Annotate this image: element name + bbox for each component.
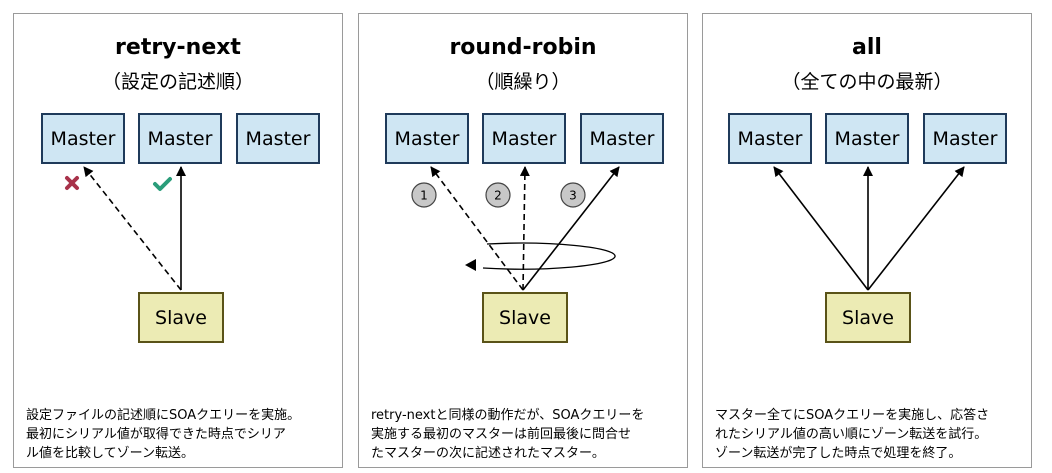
step-badge-1: 1: [411, 182, 437, 208]
dashed-arrow-master-1: [83, 166, 182, 291]
step-badge-label: 2: [494, 189, 502, 203]
slave-box: Slave: [825, 292, 911, 343]
arrows-diagram: [65, 166, 186, 291]
solid-arrow-master-1: [773, 166, 869, 291]
master-box: Master: [482, 113, 566, 164]
panel-description: retry-nextと同様の動作だが、SOAクエリーを 実施する最初のマスターは…: [371, 406, 679, 463]
master-box: Master: [923, 113, 1007, 164]
step-badge-3: 3: [560, 182, 586, 208]
description-line: 最初にシリアル値が取得できた時点でシリア: [26, 427, 286, 442]
success-check-icon: [153, 177, 172, 191]
arrows-diagram: 1 2 3: [411, 166, 620, 291]
master-box: Master: [728, 113, 812, 164]
panel-title: all: [852, 35, 882, 60]
step-badge-label: 1: [420, 189, 428, 203]
panel-title: round-robin: [449, 35, 597, 60]
description-line: retry-nextと同様の動作だが、SOAクエリーを: [371, 408, 645, 423]
rotation-arrowhead: [465, 259, 476, 271]
description-line: たマスターの次に記述されたマスター。: [371, 446, 605, 461]
panel-all: all （全ての中の最新） Master Master Master Slave…: [702, 13, 1032, 468]
panel-round-robin: round-robin （順繰り） 1 2 3 Master Master Ma…: [358, 13, 688, 468]
description-line: 設定ファイルの記述順にSOAクエリーを実施。: [26, 408, 301, 423]
dashed-arrow-master-2: [519, 166, 530, 291]
dashed-arrow-master-1: [430, 166, 524, 291]
master-box: Master: [385, 113, 469, 164]
arrows-diagram: [773, 166, 965, 291]
description-line: マスター全てにSOAクエリーを実施し、応答さ: [715, 408, 990, 423]
step-badge-2: 2: [485, 182, 511, 208]
master-box: Master: [236, 113, 320, 164]
slave-box: Slave: [138, 292, 224, 343]
panel-retry-next: retry-next （設定の記述順） Master Master Master…: [13, 13, 343, 468]
solid-arrow-master-3: [867, 166, 965, 291]
step-badge-label: 3: [569, 189, 577, 203]
description-line: ル値を比較してゾーン転送。: [26, 446, 194, 461]
description-line: 実施する最初のマスターは前回最後に問合せ: [371, 427, 632, 442]
rotation-ellipse-icon: [482, 242, 616, 270]
master-box: Master: [825, 113, 909, 164]
master-box: Master: [138, 113, 222, 164]
panel-description: マスター全てにSOAクエリーを実施し、応答さ れたシリアル値の高い順にゾーン転送…: [715, 406, 1023, 463]
slave-box: Slave: [482, 292, 568, 343]
panel-title: retry-next: [115, 35, 241, 60]
panel-subtitle: （全ての中の最新）: [781, 71, 953, 93]
description-line: れたシリアル値の高い順にゾーン転送を試行。: [715, 427, 988, 442]
panel-description: 設定ファイルの記述順にSOAクエリーを実施。 最初にシリアル値が取得できた時点で…: [26, 406, 334, 463]
master-box: Master: [580, 113, 664, 164]
panel-subtitle: （順繰り）: [475, 71, 571, 93]
panel-subtitle: （設定の記述順）: [101, 71, 254, 93]
description-line: ゾーン転送が完了した時点で処理を終了。: [715, 446, 962, 461]
master-box: Master: [41, 113, 125, 164]
fail-x-icon: [65, 176, 79, 190]
